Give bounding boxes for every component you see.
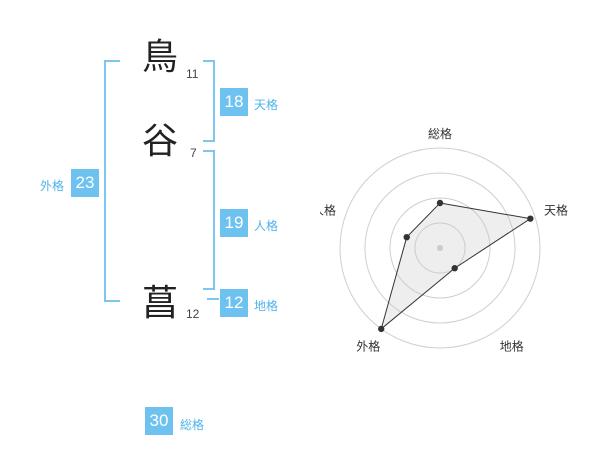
- radar-ring-2: [389, 197, 491, 299]
- chikaku-label: 地格: [254, 299, 279, 313]
- soukaku-badge: 30: [145, 407, 173, 435]
- name-char-2: 谷: [142, 121, 179, 162]
- name-char-1: 鳥: [142, 37, 179, 78]
- radar-ring-1: [414, 222, 466, 274]
- name-char-3-strokes: 12: [186, 307, 200, 321]
- radar-point-2: [451, 265, 458, 272]
- radar-axis-label-1: 天格: [544, 202, 568, 217]
- radar-point-0: [436, 199, 444, 207]
- radar-point-3: [378, 325, 385, 333]
- gaikaku-label: 外格: [40, 179, 65, 193]
- jinkaku-label: 人格: [254, 219, 279, 233]
- jinkaku-badge: 19: [220, 209, 248, 237]
- tenkaku-badge: 18: [220, 88, 248, 116]
- tenkaku-bracket: [203, 60, 215, 142]
- radar-axis-label-2: 地格: [500, 339, 524, 354]
- soukaku-label: 総格: [180, 418, 205, 432]
- radar-point-4: [403, 233, 410, 241]
- gaikaku-badge: 23: [71, 169, 99, 197]
- radar-axis-label-4: 人格: [320, 202, 336, 217]
- radar-ring-4: [339, 147, 541, 349]
- chikaku-badge: 12: [220, 289, 248, 317]
- radar-ring-3: [364, 172, 516, 324]
- name-char-1-strokes: 11: [186, 67, 199, 81]
- jinkaku-bracket: [203, 150, 215, 290]
- radar-axis-label-3: 外格: [356, 339, 380, 354]
- radar-center-dot: [437, 245, 443, 251]
- tenkaku-label: 天格: [254, 98, 279, 112]
- radar-point-1: [527, 215, 534, 222]
- name-char-3: 菖: [142, 283, 179, 324]
- radar-axis-label-0: 総格: [428, 126, 452, 141]
- gaikaku-bracket: [104, 60, 120, 302]
- chikaku-connector: [207, 298, 219, 300]
- name-char-2-strokes: 7: [190, 146, 197, 160]
